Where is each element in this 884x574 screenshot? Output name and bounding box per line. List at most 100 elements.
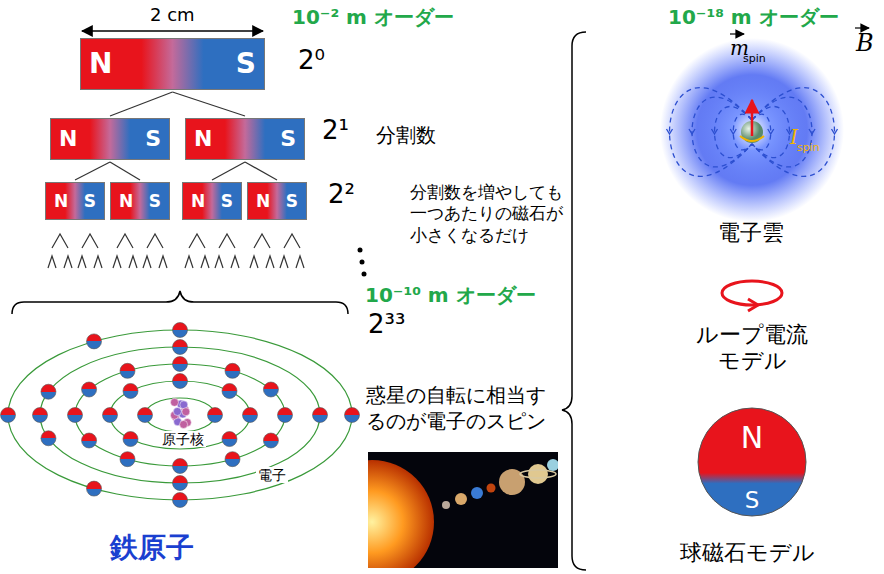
- iron-atom: [1, 323, 360, 508]
- nucleon: [182, 408, 190, 416]
- loop-arrow: [748, 299, 758, 311]
- pole-label: S: [84, 193, 96, 210]
- split-count: 2¹: [322, 116, 349, 146]
- electron: [173, 323, 188, 338]
- fork: [64, 256, 72, 268]
- electron: [138, 408, 153, 423]
- orbit: [110, 381, 250, 449]
- fork: [284, 234, 300, 248]
- pole-label: N: [697, 423, 807, 453]
- tree-line: [110, 92, 173, 116]
- field-arrow: [809, 129, 815, 134]
- fork: [250, 256, 258, 268]
- field-arrow: [689, 129, 695, 134]
- split-count: 2²: [328, 180, 355, 210]
- electron: [123, 432, 138, 447]
- electron: [1, 408, 16, 423]
- field-arrow: [832, 129, 838, 134]
- fork: [266, 256, 274, 268]
- electron: [82, 433, 97, 448]
- ellipsis-dots: [358, 248, 367, 277]
- dimension: 2 cm: [150, 5, 195, 26]
- fork: [94, 256, 102, 268]
- fork: [113, 256, 121, 268]
- fork: [296, 256, 304, 268]
- part-name: 電子: [256, 467, 288, 483]
- electron: [87, 334, 102, 349]
- fork: [280, 256, 288, 268]
- fork: [215, 256, 223, 268]
- tree-line: [173, 92, 246, 116]
- split-count: 2⁰: [298, 46, 325, 76]
- pole-label: S: [236, 50, 256, 78]
- field-arrow: [712, 129, 718, 134]
- pole-label: N: [119, 193, 133, 210]
- fork: [48, 256, 56, 268]
- nucleon: [170, 398, 178, 406]
- electron: [123, 383, 138, 398]
- bar-magnet: NS: [185, 118, 305, 160]
- electron: [263, 433, 278, 448]
- electron: [263, 382, 278, 397]
- tree-line: [110, 162, 140, 180]
- tree-line: [212, 162, 245, 180]
- scale-order: 10⁻¹⁰ m オーダー: [365, 284, 536, 307]
- fork: [159, 256, 167, 268]
- electron: [103, 408, 118, 423]
- bar-magnet: NS: [182, 182, 242, 220]
- electron: [278, 408, 293, 423]
- electron: [41, 431, 56, 446]
- pole-label: S: [286, 193, 298, 210]
- pole-label: N: [256, 193, 270, 210]
- pole-label: S: [280, 128, 296, 150]
- electron: [225, 452, 240, 467]
- electron: [41, 384, 56, 399]
- field-arrow: [730, 129, 736, 134]
- sphere-magnet: NS: [697, 407, 807, 517]
- pole-label: S: [145, 128, 161, 150]
- bar-magnet: NS: [247, 182, 307, 220]
- orbit: [145, 398, 215, 432]
- model-name: ループ電流モデル: [694, 322, 810, 375]
- pole-label: N: [54, 193, 68, 210]
- pole-label: N: [194, 128, 212, 150]
- model-name: 球磁石モデル: [680, 540, 815, 565]
- symbol-subscript: spin: [743, 53, 766, 66]
- field-line: [752, 88, 835, 177]
- brace: [562, 32, 586, 570]
- spin-current: [740, 136, 764, 141]
- fork: [78, 256, 86, 268]
- electron: [222, 383, 237, 398]
- sphere-body: [698, 408, 806, 516]
- pole-label: S: [697, 489, 807, 512]
- electron: [222, 432, 237, 447]
- fork: [129, 256, 137, 268]
- fork: [201, 256, 209, 268]
- symbol: B: [856, 30, 874, 58]
- electron: [173, 459, 188, 474]
- pole-label: N: [89, 50, 112, 78]
- electron: [173, 493, 188, 508]
- pole-label: N: [191, 193, 205, 210]
- brace: [12, 291, 348, 314]
- symbol-subscript: spin: [797, 142, 820, 155]
- field-arrow: [667, 129, 673, 134]
- electron-cloud: [660, 38, 844, 222]
- fork: [143, 256, 151, 268]
- bar-magnet: NS: [110, 182, 170, 220]
- pole-label: S: [149, 193, 161, 210]
- electron: [87, 481, 102, 496]
- nucleon: [173, 407, 181, 415]
- note: 分割数を増やしても一つあたりの磁石が小さくなるだけ: [410, 182, 568, 246]
- fork: [254, 234, 270, 248]
- orbit: [8, 330, 352, 500]
- vector-arrow: [855, 27, 869, 28]
- electron: [225, 363, 240, 378]
- spin-moment-arrow: [751, 100, 754, 136]
- dimension-line: [82, 30, 263, 32]
- electron: [173, 340, 188, 355]
- orbit: [75, 364, 285, 466]
- electron: [82, 382, 97, 397]
- electron: [208, 408, 223, 423]
